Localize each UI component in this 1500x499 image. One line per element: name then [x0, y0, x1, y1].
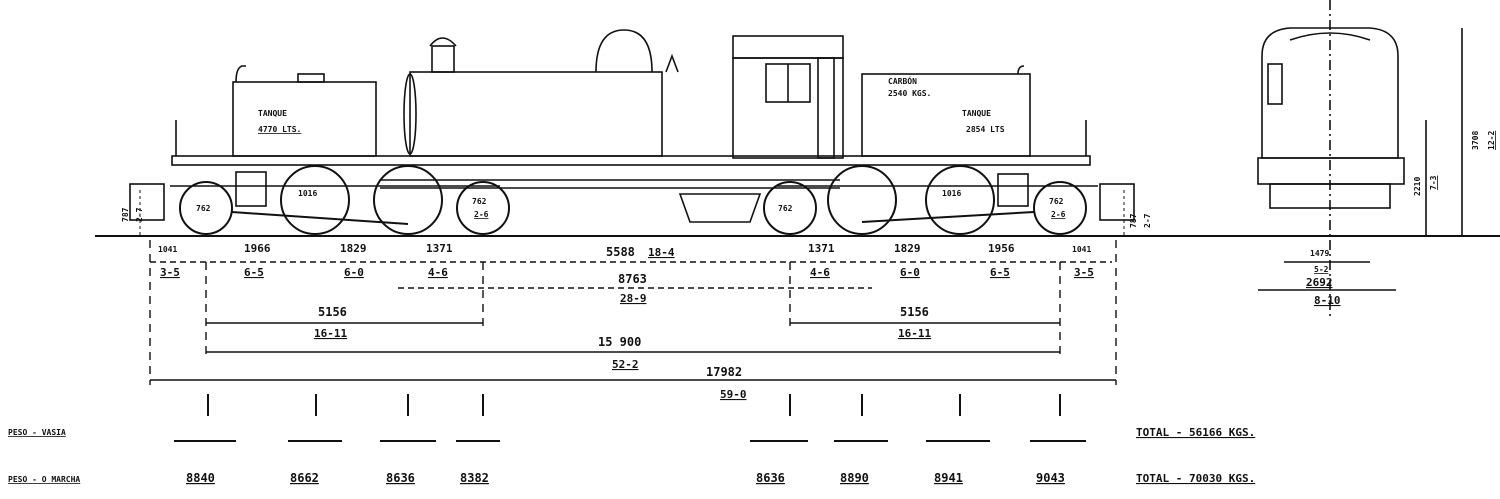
wheels-right-engine [763, 165, 1087, 235]
tank-left-label: TANQUE [258, 109, 287, 118]
height-right-mm: 787 [1129, 213, 1138, 228]
height-left-mm: 787 [121, 207, 130, 222]
tank-right-label: TANQUE [962, 109, 991, 118]
axle-markers [174, 394, 1086, 442]
dim-center-ft: 28-9 [620, 292, 647, 305]
weight-running-total: TOTAL - 70030 KGS. [1136, 472, 1255, 485]
dim-mm-1: 1966 [244, 242, 271, 255]
coal-capacity: 2540 KGS. [888, 89, 931, 98]
dimension-lines [149, 240, 1117, 385]
axle-weight: 8890 [840, 471, 869, 485]
dim-wheelbase-ft: 52-2 [612, 358, 639, 371]
height-right-ft: 2-7 [1143, 213, 1152, 228]
wheel-label-right-lead: 762 [778, 204, 793, 213]
wheel [925, 165, 995, 235]
wheel [456, 181, 510, 235]
end-height-total-ft: 12-2 [1487, 131, 1496, 150]
dim-overall-ft: 59-0 [720, 388, 747, 401]
end-width-mm: 2692 [1306, 276, 1333, 289]
wheel-label-left-lead: 762 [196, 204, 211, 213]
dim-mm-0: 1041 [158, 245, 177, 254]
dim-wheelbase-mm: 15 900 [598, 335, 641, 349]
dim-bogie-right-mm: 5156 [900, 305, 929, 319]
axle-weight: 8941 [934, 471, 963, 485]
wheel [280, 165, 350, 235]
dim-bogie-right-ft: 16-11 [898, 327, 931, 340]
dim-ft-4: 18-4 [648, 246, 675, 259]
dim-mm-2: 1829 [340, 242, 367, 255]
wheels-left-engine [179, 165, 510, 235]
dim-ft-1: 6-5 [244, 266, 264, 279]
axle-weight: 8662 [290, 471, 319, 485]
height-left-ft: 2-7 [135, 207, 144, 222]
tank-right-capacity: 2854 LTS [966, 125, 1005, 134]
dim-bogie-left-ft: 16-11 [314, 327, 347, 340]
tank-left-capacity: 4770 LTS. [258, 125, 301, 134]
end-height-total-mm: 3708 [1471, 131, 1480, 150]
axle-weight: 8636 [756, 471, 785, 485]
height-dim-left: 787 2-7 [121, 190, 144, 236]
dim-ft-0: 3-5 [160, 266, 180, 279]
wheel [179, 181, 233, 235]
dim-mm-8: 1041 [1072, 245, 1091, 254]
wheel-label-left-trail-ft: 2-6 [474, 210, 489, 219]
dim-mm-7: 1956 [988, 242, 1015, 255]
wheel [827, 165, 897, 235]
locomotive-side-view [129, 29, 1135, 223]
axle-weight: 9043 [1036, 471, 1065, 485]
wheel-label-left-trail: 762 [472, 197, 487, 206]
end-width-ft: 8-10 [1314, 294, 1341, 307]
coal-label: CARBÓN [888, 75, 917, 86]
dim-mm-6: 1829 [894, 242, 921, 255]
locomotive-end-view [1250, 0, 1500, 320]
dim-ft-2: 6-0 [344, 266, 364, 279]
wheel-label-right-trail-ft: 2-6 [1051, 210, 1066, 219]
wheel [373, 165, 443, 235]
end-gauge-ft: 5-2 [1314, 265, 1329, 274]
dim-mm-4: 5588 [606, 245, 635, 259]
dim-center-mm: 8763 [618, 272, 647, 286]
wheel-label-right-drive: 1016 [942, 189, 961, 198]
dim-mm-3: 1371 [426, 242, 453, 255]
axle-weight: 8636 [386, 471, 415, 485]
wheel [1033, 181, 1087, 235]
dim-ft-6: 6-0 [900, 266, 920, 279]
weight-empty-total: TOTAL - 56166 KGS. [1136, 426, 1255, 439]
dim-ft-8: 3-5 [1074, 266, 1094, 279]
dim-ft-3: 4-6 [428, 266, 448, 279]
wheel [763, 181, 817, 235]
axle-weight: 8382 [460, 471, 489, 485]
end-height-mid-ft: 7-3 [1429, 175, 1438, 190]
end-gauge-mm: 1479 [1310, 249, 1329, 258]
dim-overall-mm: 17982 [706, 365, 742, 379]
wheel-label-right-trail: 762 [1049, 197, 1064, 206]
wheel-label-left-drive: 1016 [298, 189, 317, 198]
end-height-mid-mm: 2210 [1413, 177, 1422, 196]
height-dim-right: 787 2-7 [1123, 190, 1152, 236]
axle-weight: 8840 [186, 471, 215, 485]
weight-empty-label: PESO - VASIA [8, 428, 66, 437]
dim-bogie-left-mm: 5156 [318, 305, 347, 319]
dim-ft-5: 4-6 [810, 266, 830, 279]
weight-running-label: PESO - O MARCHA [8, 475, 80, 484]
dim-mm-5: 1371 [808, 242, 835, 255]
dim-ft-7: 6-5 [990, 266, 1010, 279]
